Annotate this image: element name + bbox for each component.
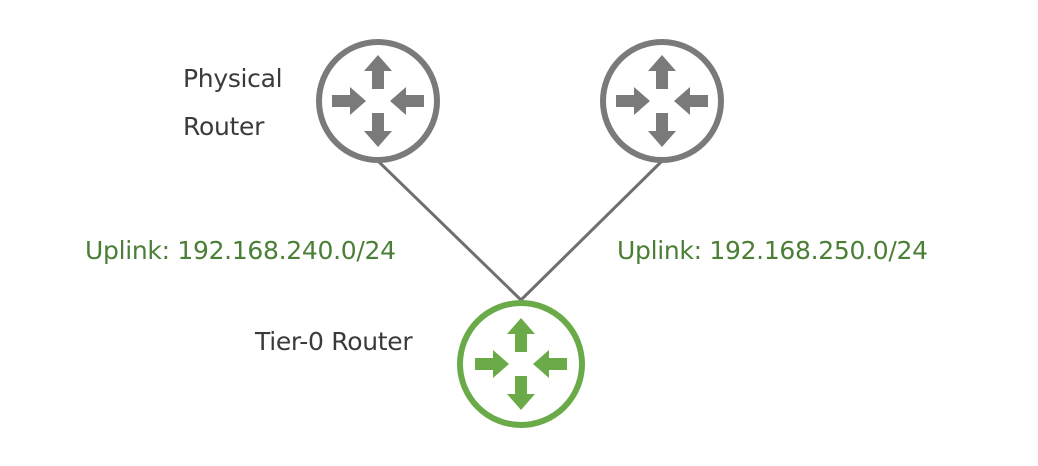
physical-router-label: Physical Router <box>183 55 283 151</box>
router-circle <box>457 300 585 428</box>
physical-router-label-line2: Router <box>183 112 265 141</box>
uplink-label-right: Uplink: 192.168.250.0/24 <box>617 236 928 265</box>
uplink-line-left <box>376 159 523 302</box>
physical-router-right <box>600 39 724 163</box>
router-circle <box>316 39 440 163</box>
physical-router-label-line1: Physical <box>183 64 283 93</box>
physical-router-left <box>316 39 440 163</box>
tier0-router <box>457 300 585 428</box>
uplink-label-left: Uplink: 192.168.240.0/24 <box>85 236 396 265</box>
router-circle <box>600 39 724 163</box>
tier0-router-label: Tier-0 Router <box>255 327 413 356</box>
uplink-line-right <box>519 159 664 302</box>
